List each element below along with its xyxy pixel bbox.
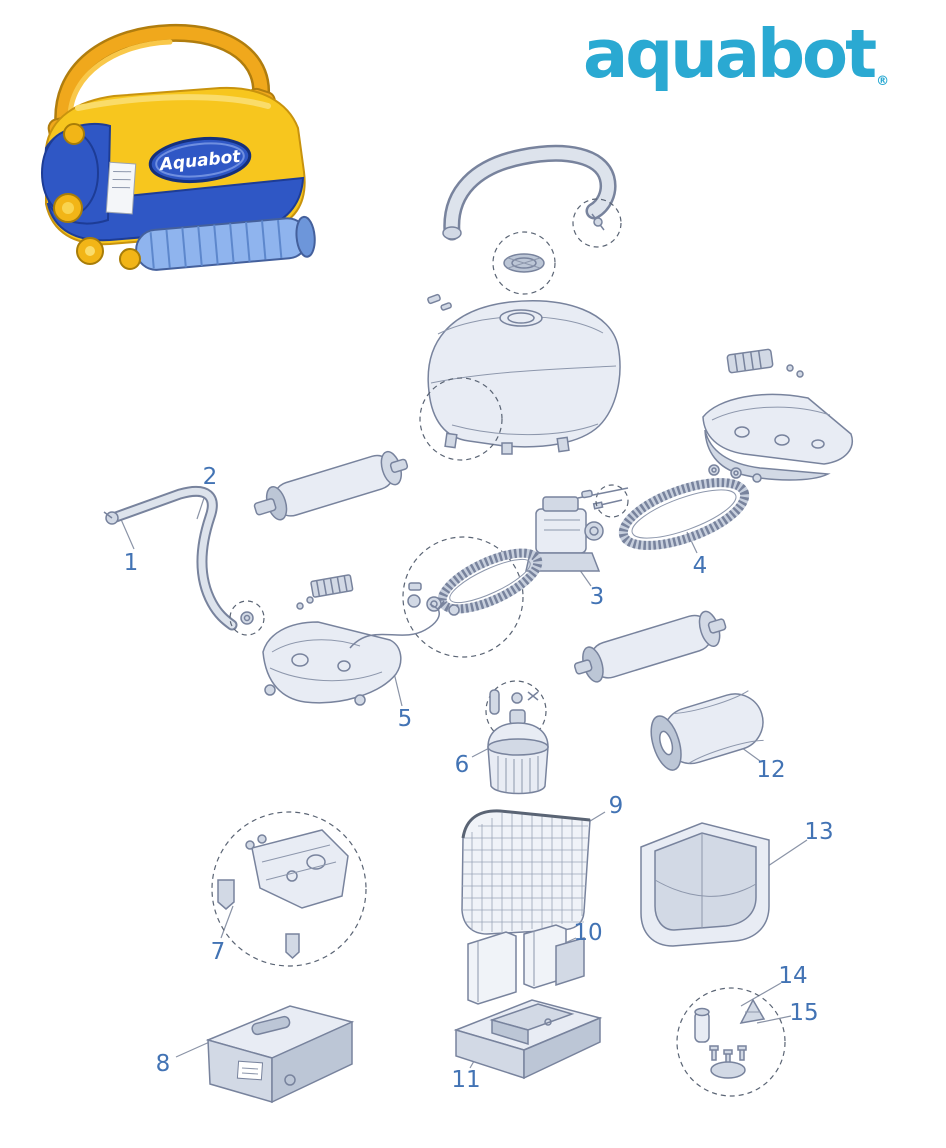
part-filter-frame: [467, 924, 585, 1005]
part-body-cover: [419, 300, 621, 461]
callout-part-1: 1: [123, 550, 139, 576]
callout-part-9: 9: [608, 793, 624, 819]
callout-part-11: 11: [451, 1067, 481, 1093]
part-bottom-plate: [453, 999, 603, 1080]
part-power-supply: [205, 1005, 355, 1104]
callout-part-6: 6: [454, 752, 470, 778]
part-side-plate-right: [702, 348, 853, 483]
robot-sticker: [105, 161, 137, 215]
robot-brush-roller: [76, 215, 316, 271]
part-small-fittings: [676, 987, 786, 1097]
part-drive-track: [618, 478, 750, 550]
robot-photo-illustration: Aquabot: [41, 23, 316, 271]
callout-part-2: 2: [202, 464, 218, 490]
callout-part-5: 5: [397, 706, 413, 732]
callout-part-12: 12: [756, 757, 786, 783]
part-side-plate-left: [262, 574, 445, 706]
part-roller-front: [253, 450, 409, 521]
callout-part-4: 4: [692, 553, 708, 579]
part-handle: [103, 485, 265, 636]
part-pump-motor: [485, 680, 549, 795]
part-cover-screws: [427, 293, 452, 311]
part-belt-small: [402, 536, 543, 658]
callout-part-15: 15: [789, 1000, 819, 1026]
callout-part-3: 3: [589, 584, 605, 610]
callout-part-8: 8: [155, 1051, 171, 1077]
callout-part-7: 7: [210, 939, 226, 965]
product-photo: Aquabot: [18, 8, 320, 300]
callout-part-13: 13: [804, 819, 834, 845]
part-drive-motor: [525, 484, 629, 572]
part-top-handle: [442, 144, 622, 248]
part-debris-bucket: [640, 822, 770, 947]
part-filter-screen: [461, 809, 591, 935]
brand-logo: aquabot ®: [583, 15, 943, 108]
brand-logo-text: aquabot: [583, 15, 877, 93]
part-handle-brackets: [211, 811, 367, 967]
robot-wheel: [119, 248, 141, 270]
registered-mark: ®: [876, 74, 890, 89]
part-roller-rear: [573, 610, 727, 683]
callout-part-10: 10: [573, 920, 603, 946]
robot-badge: Aquabot: [148, 136, 252, 184]
callout-part-14: 14: [778, 963, 808, 989]
part-impeller: [492, 231, 556, 295]
part-brush-foam: [650, 690, 764, 771]
